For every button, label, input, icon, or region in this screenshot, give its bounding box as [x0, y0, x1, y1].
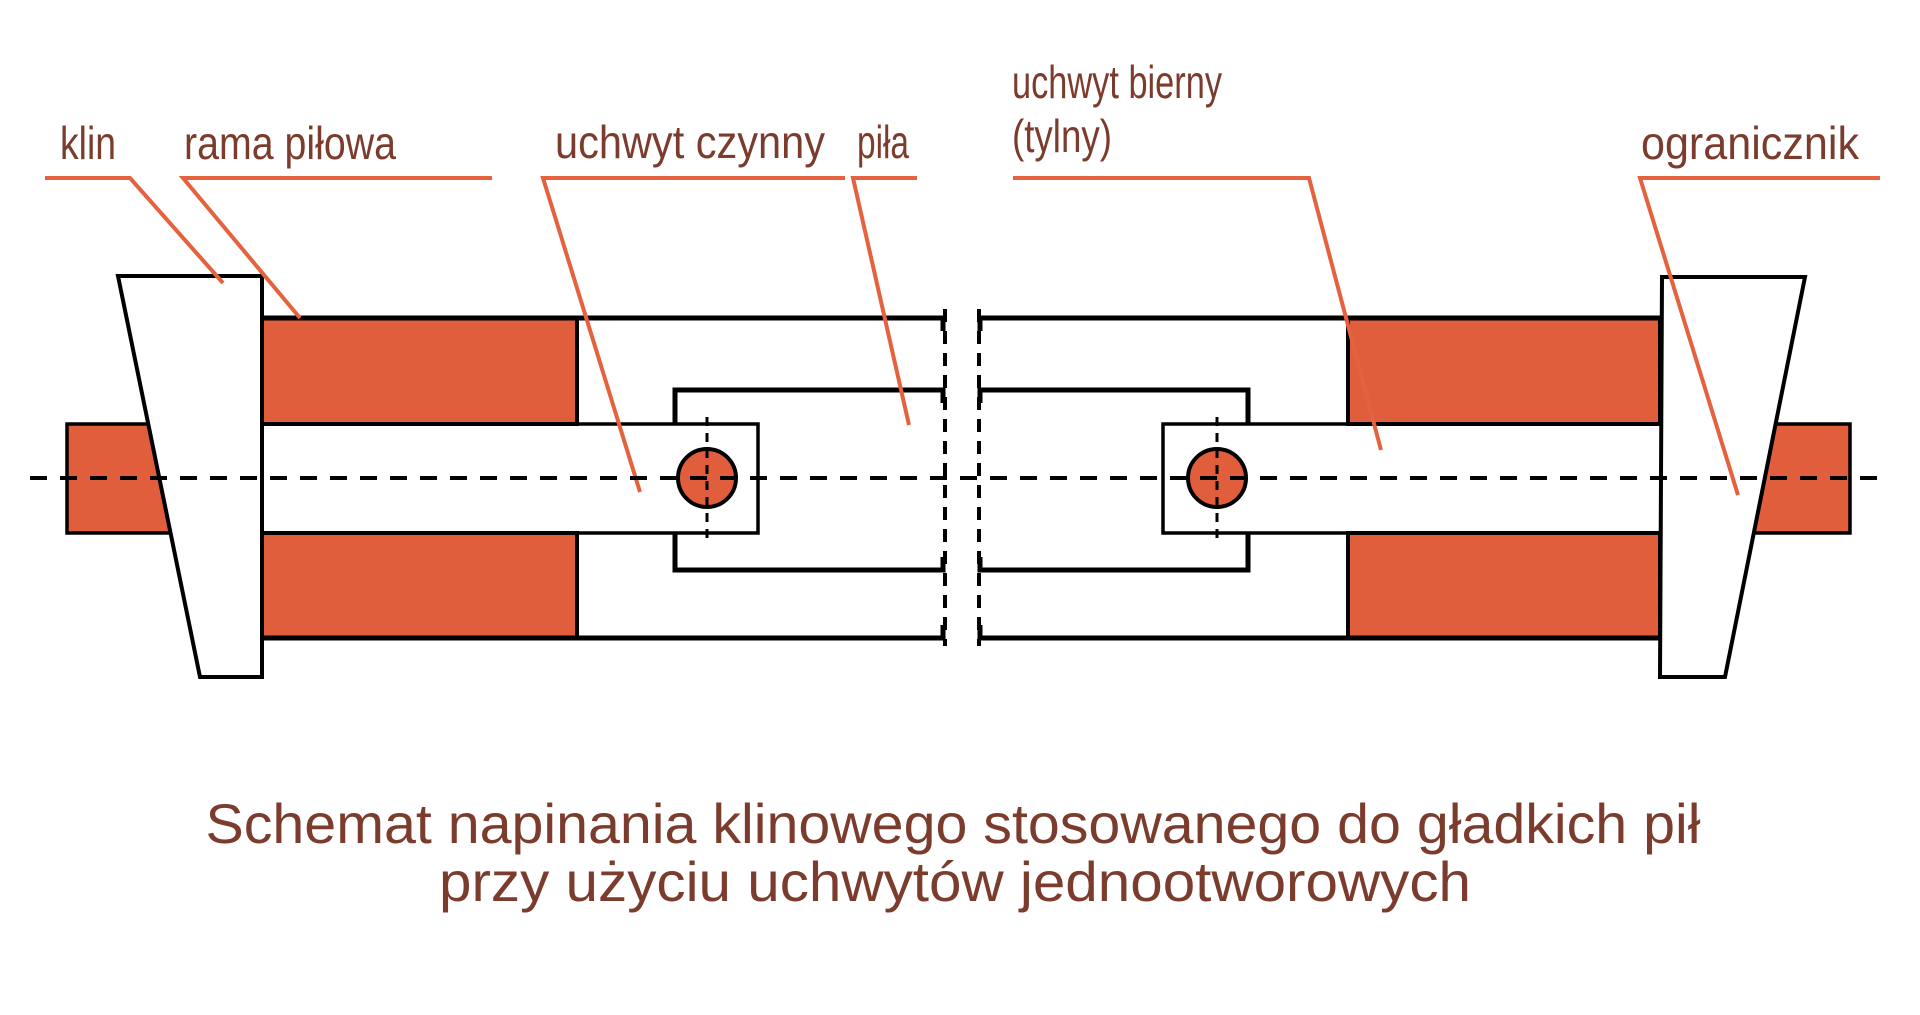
label-rama-pilowa: rama piłowa	[184, 117, 396, 169]
right-frame-top-section	[1346, 316, 1662, 426]
left-frame-bottom-section	[260, 531, 579, 640]
label-pila: piła	[857, 116, 909, 168]
label-uchwyt-bierny-line2: (tylny)	[1012, 110, 1112, 162]
caption-line2: przy użyciu uchwytów jednootworowych	[439, 850, 1471, 913]
label-ogranicznik: ogranicznik	[1641, 117, 1860, 169]
break-lines	[943, 309, 981, 646]
leader-uchwyt-bierny	[1013, 176, 1383, 451]
leader-pila	[850, 176, 917, 426]
caption: Schemat napinania klinowego stosowanego …	[206, 792, 1702, 913]
label-klin: klin	[60, 117, 116, 169]
left-frame-top-section	[260, 316, 579, 426]
right-rod-outline	[1161, 422, 1772, 535]
right-frame-bottom-section	[1346, 531, 1662, 640]
pin-axes	[705, 417, 1219, 539]
label-uchwyt-czynny: uchwyt czynny	[555, 116, 825, 168]
leader-rama-pilowa	[178, 176, 492, 320]
label-uchwyt-bierny-line1: uchwyt bierny	[1012, 56, 1222, 108]
labels: klin rama piłowa uchwyt czynny piła uchw…	[60, 56, 1860, 169]
caption-line1: Schemat napinania klinowego stosowanego …	[206, 792, 1702, 855]
leader-ogranicznik	[1637, 176, 1880, 496]
leader-uchwyt-czynny	[540, 176, 845, 493]
leader-klin	[45, 176, 225, 285]
leader-lines	[45, 176, 1880, 496]
